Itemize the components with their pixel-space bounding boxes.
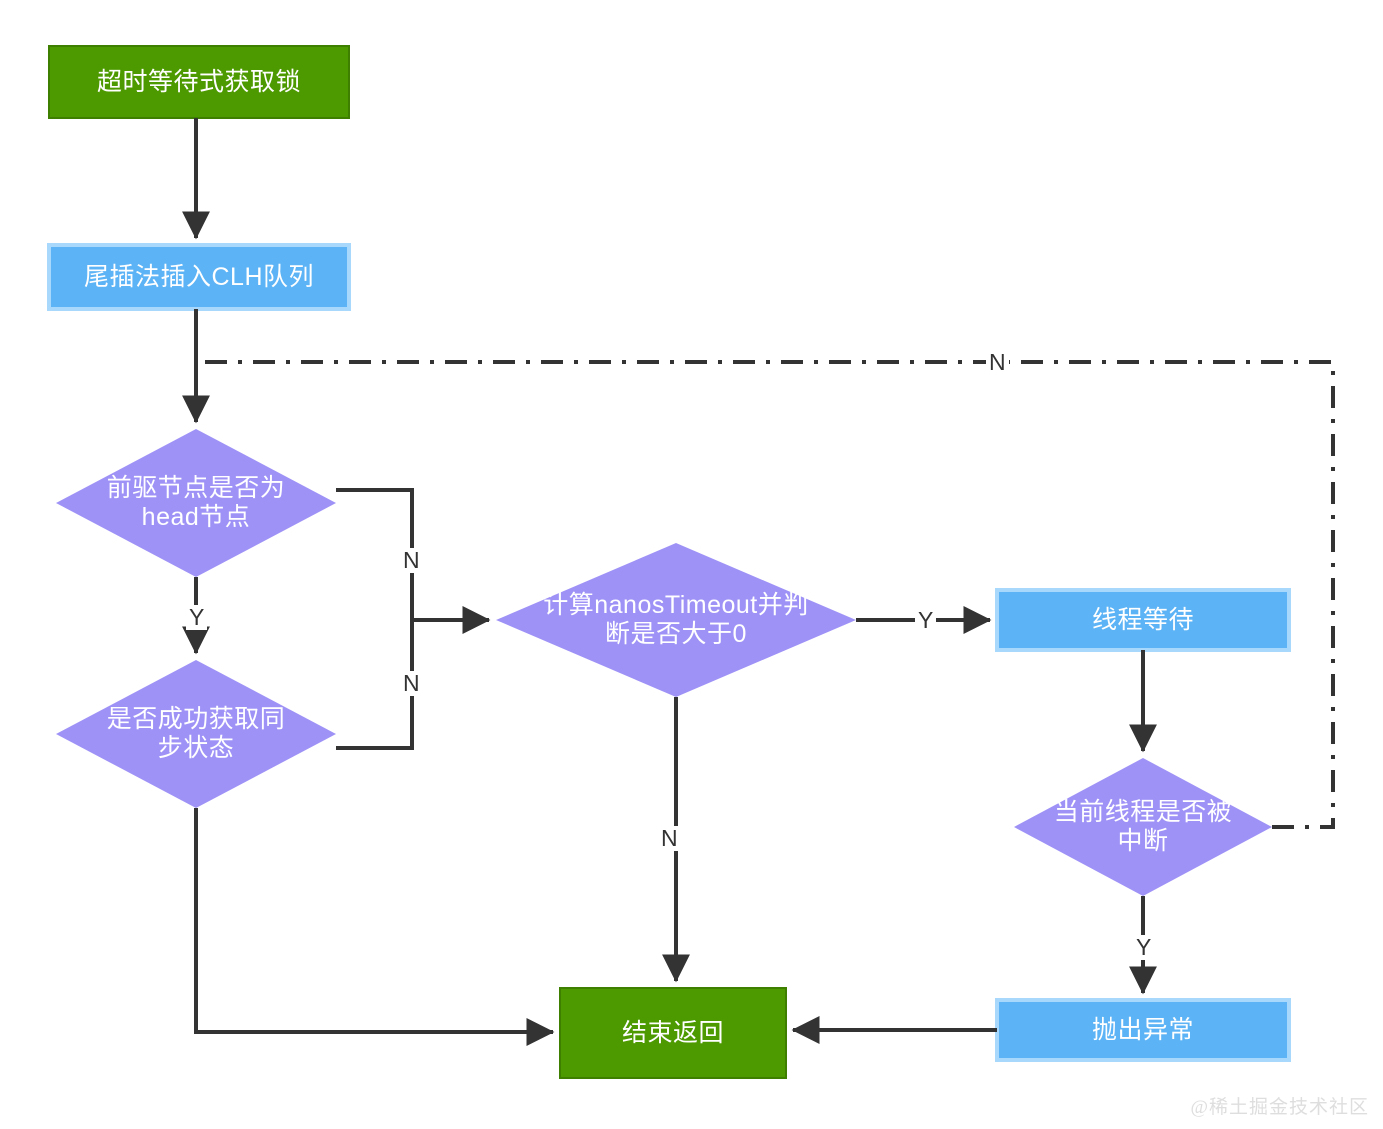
node-throw-ex-shape[interactable] (995, 998, 1291, 1062)
node-calc-timeout-shape[interactable] (496, 543, 856, 697)
edge-label-interrupted-no: N (986, 350, 1009, 375)
edge-is-head-no-to-junction (336, 488, 414, 620)
edge-label-calc-no: N (658, 826, 681, 851)
node-start-shape[interactable] (48, 45, 350, 119)
edge-label-interrupted-yes: Y (1133, 935, 1155, 960)
watermark: @稀土掘金技术社区 (1190, 1097, 1369, 1118)
node-finish-shape[interactable] (559, 987, 787, 1079)
edge-acquire-no-to-junction (336, 620, 414, 750)
node-is-head-shape[interactable] (56, 429, 336, 577)
edge-label-is-head-yes: Y (186, 605, 208, 630)
node-acquire-ok-shape[interactable] (56, 660, 336, 808)
node-thread-wait-shape[interactable] (995, 588, 1291, 652)
node-enqueue-shape[interactable] (47, 243, 351, 311)
edge-interrupted-no-loop-back (197, 360, 1335, 829)
edge-label-calc-yes: Y (915, 608, 937, 633)
node-interrupted-shape[interactable] (1014, 758, 1272, 896)
edge-acquire-yes-to-finish (194, 808, 555, 1046)
edge-label-acquire-no: N (400, 671, 423, 696)
edge-label-is-head-no: N (400, 548, 423, 573)
